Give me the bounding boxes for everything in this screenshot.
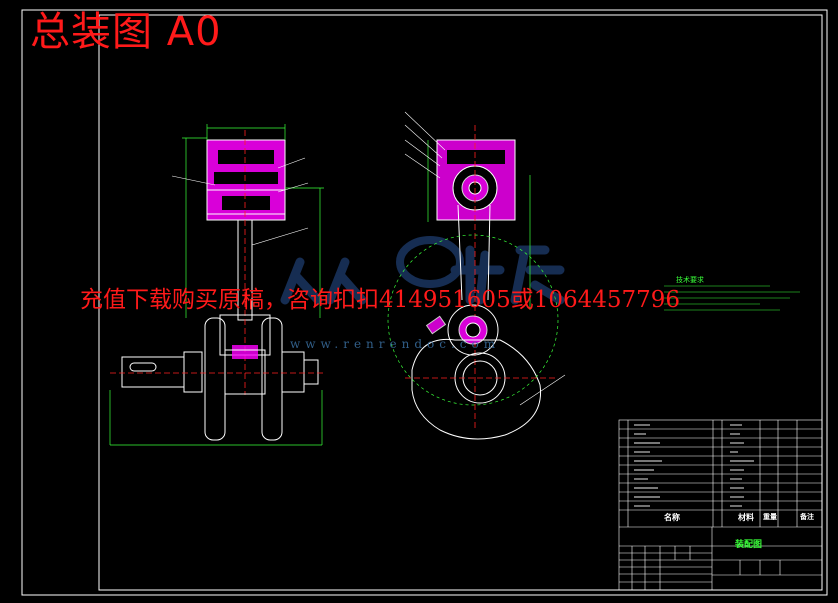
inner-frame [98, 14, 823, 591]
parts-list-header-name: 名称 [664, 513, 680, 522]
watermark-site: www.renrendoc.com [290, 337, 501, 351]
dimension-lines-front [109, 124, 324, 446]
side-view-assembly [387, 111, 566, 440]
front-view-assembly [109, 124, 325, 446]
crank-web [411, 338, 542, 440]
rod-big-end [447, 304, 499, 356]
dimension-lines-side [387, 140, 559, 406]
sheet-title: 总装图 A0 [30, 9, 222, 55]
leader-lines-side [404, 111, 566, 406]
parts-list-header-remarks: 备注 [800, 513, 814, 521]
technical-notes-lines [664, 285, 800, 311]
watermark-text: 充值下载购买原稿，咨询扣扣414951605或1064457796 [80, 287, 681, 313]
renren-logo [280, 236, 565, 305]
leader-lines-front [171, 157, 309, 246]
piston-skirt-cavity [222, 196, 270, 210]
piston-crown-recess [218, 150, 274, 164]
parts-list-header-weight: 重量 [763, 513, 777, 521]
parts-list-table [618, 419, 823, 591]
piston-pin-bore [214, 172, 278, 184]
drawing-name: 装配图 [735, 540, 763, 550]
crankshaft [121, 317, 319, 441]
parts-list-header-material: 材料 [738, 513, 754, 522]
parts-list-text-marks [634, 424, 754, 507]
technical-requirements-title: 技术要求 [676, 276, 704, 284]
outer-frame [21, 9, 828, 596]
